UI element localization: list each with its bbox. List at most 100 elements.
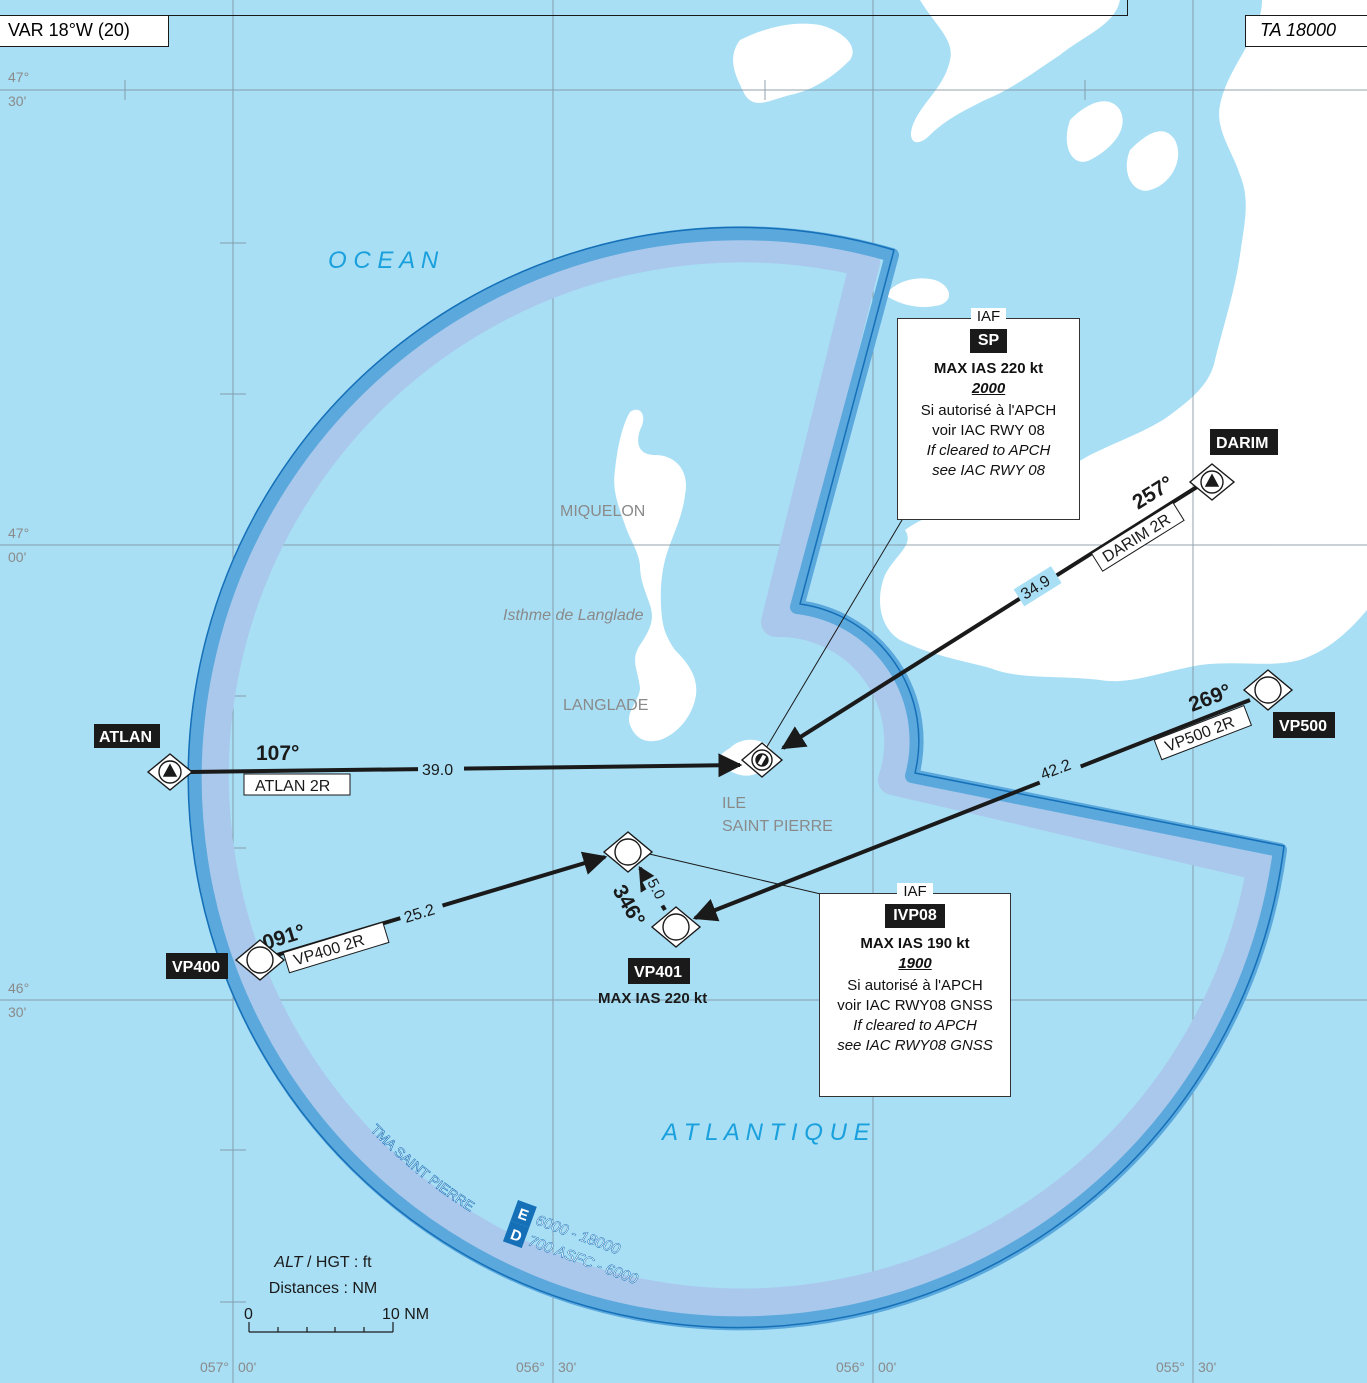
- atlan-tag: ATLAN: [99, 729, 152, 746]
- iaf-ivp08-head-text: IAF: [897, 883, 933, 900]
- darim-name-box: [1090, 501, 1185, 572]
- iaf-sp-en2: see IAC RWY 08: [932, 462, 1045, 479]
- isthme-label: Isthme de Langlade: [503, 607, 644, 624]
- vp500-route-line: [692, 698, 1251, 922]
- vp400-dist-bg: [397, 896, 446, 929]
- iaf-ivp08-head: IAF: [820, 882, 1010, 902]
- tma-boundary: [187, 226, 1287, 1331]
- iaf-sp-head-text: IAF: [970, 308, 1007, 325]
- vp400-waypoint-icon: [234, 939, 286, 981]
- tma-outer-band: [187, 226, 1287, 1331]
- north-coast-4: [1126, 131, 1179, 191]
- north-coast-3: [1066, 101, 1123, 162]
- vp500-waypoint-icon: [1242, 669, 1294, 711]
- iaf-sp-speed: MAX IAS 220 kt: [933, 360, 1044, 377]
- iaf-sp-box: IAF SP MAX IAS 220 kt 2000 Si autorisé à…: [897, 308, 1080, 520]
- north-coast-5: [1284, 133, 1367, 206]
- lat-47-30-min: 30': [8, 93, 26, 109]
- iaf-ivp08-en2: see IAC RWY08 GNSS: [837, 1037, 993, 1054]
- lat-47-00-deg: 47°: [8, 525, 29, 541]
- atlan-distance: 39.0: [422, 762, 453, 779]
- atlan-route-name: ATLAN 2R: [255, 778, 330, 795]
- tma-class-e-box: [510, 1200, 537, 1228]
- tma-outer-edge: [187, 226, 1285, 1329]
- north-coast-1: [910, 0, 1120, 143]
- lat-46-30-deg: 46°: [8, 980, 29, 996]
- darim-dist-bg: [1013, 566, 1062, 607]
- miquelon-island: [614, 409, 697, 742]
- darim-tag: DARIM: [1216, 435, 1268, 452]
- iaf-sp-altitude: 2000: [971, 380, 1006, 397]
- ile-label: ILE: [722, 795, 746, 812]
- lon-055-30-min: 30': [1198, 1359, 1216, 1375]
- legend-distances: Distances : NM: [268, 1280, 378, 1297]
- top-frame-tick: [1127, 0, 1128, 15]
- iaf-sp-fr1: Si autorisé à l'APCH: [920, 402, 1057, 419]
- iaf-ivp08-altitude: 1900: [898, 955, 932, 972]
- vp401-tag-bg: [628, 958, 690, 984]
- transition-altitude-text: TA 18000: [1260, 20, 1337, 40]
- saint-pierre-label: SAINT PIERRE: [722, 818, 833, 835]
- darim-waypoint-icon: [1188, 463, 1236, 501]
- lon-055-30-deg: 055°: [1156, 1359, 1185, 1375]
- scale-zero: 0: [244, 1306, 253, 1323]
- lat-47-00-min: 00': [8, 549, 26, 565]
- legend-alt: ALT: [274, 1254, 303, 1271]
- vp500-dist-bg: [1033, 751, 1083, 787]
- scale-ten: 10 NM: [382, 1306, 430, 1323]
- atlan-name-box: [243, 773, 351, 796]
- miquelon-label: MIQUELON: [560, 503, 645, 520]
- legend-alt-rest: / HGT : ft: [302, 1254, 372, 1271]
- vp400-tag-bg: [166, 953, 228, 979]
- lon-056-deg: 056°: [836, 1359, 865, 1375]
- tma-class-d-box: [502, 1220, 530, 1249]
- vp401-waypoint-icon: [650, 906, 702, 948]
- waypoint-tags: ATLAN DARIM VP500 VP400 VP401 MAX IAS 22…: [94, 429, 1335, 1007]
- atlantique-label: A T L A N T I Q U E: [660, 1119, 871, 1146]
- atlan-route-line: [189, 753, 743, 778]
- iaf-sp-fr2: voir IAC RWY 08: [932, 422, 1045, 439]
- transition-altitude-box: TA 18000: [1245, 15, 1367, 47]
- leader-lines: [644, 514, 906, 896]
- iaf-ivp08-speed: MAX IAS 190 kt: [860, 935, 970, 952]
- lat-46-30-min: 30': [8, 1004, 26, 1020]
- iaf-sp-name-row: SP: [898, 329, 1079, 353]
- iaf-sp-head: IAF: [898, 307, 1079, 327]
- ivp08-leader-line: [644, 852, 826, 896]
- vp500-name-box: [1153, 705, 1253, 761]
- scale-bar: [248, 1322, 394, 1333]
- vp500-tag: VP500: [1279, 718, 1327, 735]
- variation-text: VAR 18°W (20): [8, 20, 130, 40]
- atlan-dist-bg: [418, 759, 464, 779]
- darim-tag-bg: [1210, 429, 1278, 455]
- langlade-label: LANGLADE: [563, 697, 648, 714]
- iaf-ivp08-name: IVP08: [885, 904, 945, 928]
- vp400-name-box: [282, 921, 390, 974]
- sp-leader-line: [764, 514, 906, 751]
- atlan-waypoint-icon: [146, 753, 194, 791]
- place-names: O C E A N A T L A N T I Q U E MIQUELON I…: [328, 247, 871, 1146]
- grid-labels: 47° 30' 47° 00' 46° 30' 057° 00' 056° 30…: [8, 69, 1216, 1375]
- lon-056-min: 00': [878, 1359, 896, 1375]
- iaf-sp-name: SP: [969, 329, 1008, 353]
- atlan-tag-bg: [94, 724, 160, 748]
- ivp08-waypoint-icon: [602, 831, 654, 873]
- iaf-ivp08-fr1: Si autorisé à l'APCH: [847, 977, 983, 994]
- vp401-dist-bg: [642, 873, 673, 909]
- iaf-ivp08-name-row: IVP08: [820, 904, 1010, 928]
- tma-inner-band: [198, 232, 1277, 1319]
- lon-057-deg: 057°: [200, 1359, 229, 1375]
- iaf-sp-en1: If cleared to APCH: [926, 442, 1051, 459]
- waypoint-symbols: [146, 463, 1294, 981]
- legend-alt-row: ALT / HGT : ft: [258, 1250, 388, 1276]
- north-coast-2: [733, 23, 853, 103]
- atlan-course: 107°: [256, 742, 299, 765]
- iaf-ivp08-box: IAF IVP08 MAX IAS 190 kt 1900 Si autoris…: [819, 883, 1011, 1097]
- legend: ALT / HGT : ft Distances : NM: [258, 1250, 388, 1302]
- iaf-ivp08-en1: If cleared to APCH: [853, 1017, 977, 1034]
- vp401-tag: VP401: [634, 964, 682, 981]
- top-frame-line: [168, 15, 1128, 16]
- green-island: [885, 278, 950, 307]
- ocean-label: O C E A N: [328, 247, 439, 274]
